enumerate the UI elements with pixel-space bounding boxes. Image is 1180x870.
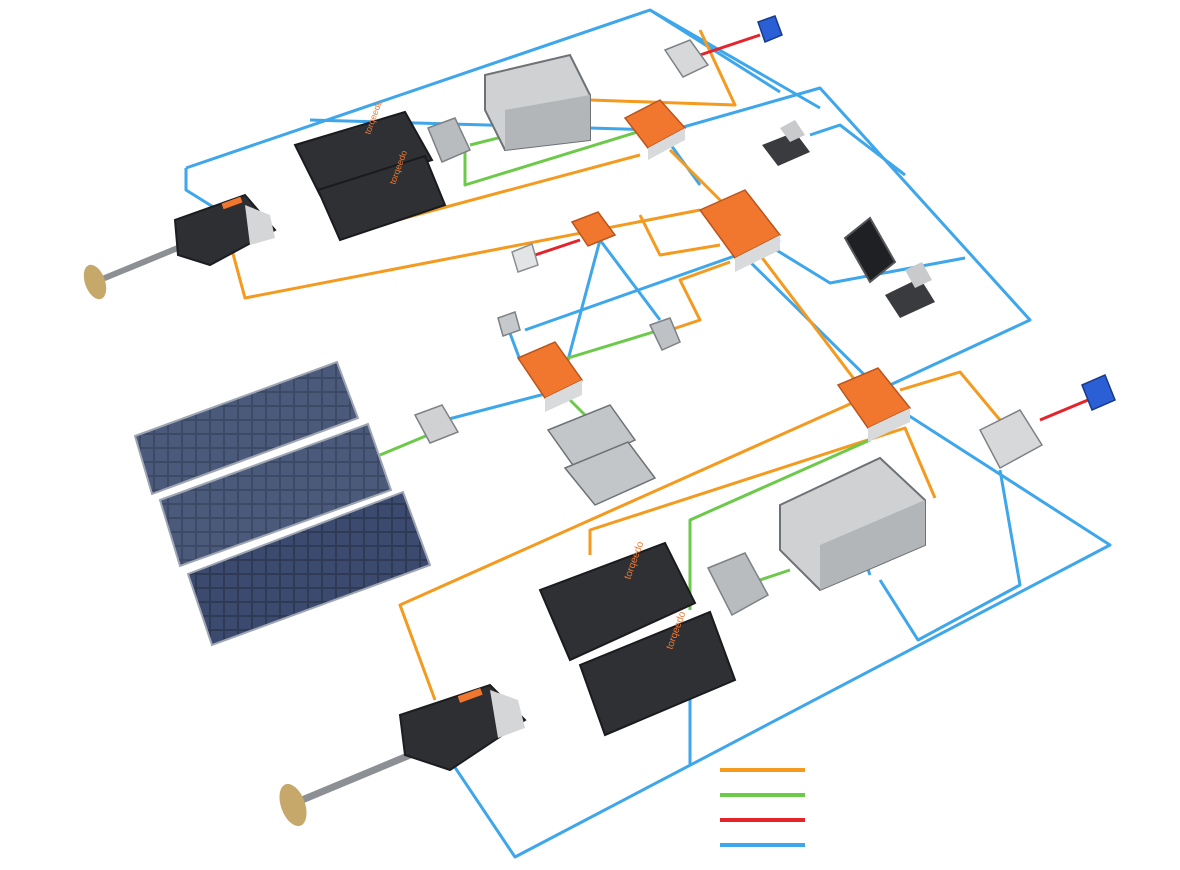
hub-c[interactable]: [836, 367, 912, 442]
propeller-icon: [83, 264, 107, 300]
propeller-icon: [279, 783, 307, 827]
display-tablet[interactable]: [843, 216, 897, 284]
wires-orange: [230, 29, 1002, 701]
motor-top[interactable]: [79, 193, 277, 302]
motor-bottom[interactable]: [274, 683, 527, 830]
wire-green-top: [463, 123, 661, 187]
shore-charger-top[interactable]: [663, 39, 710, 78]
wire-blue-throttle-top: [809, 123, 906, 177]
wire-orange-hub-b-c: [758, 254, 872, 401]
hub-a[interactable]: [623, 99, 687, 160]
outlet[interactable]: [511, 242, 539, 273]
wire-orange-bottom-right: [899, 370, 1002, 421]
solar-panel-1[interactable]: [133, 360, 360, 496]
wire-blue-right-loop: [679, 86, 1032, 387]
solar-panel-2[interactable]: [158, 422, 393, 568]
legend: [720, 768, 805, 847]
power-bank-twin[interactable]: [546, 404, 657, 506]
wire-blue-hub-b-c: [438, 248, 1112, 859]
charger-top[interactable]: [484, 53, 591, 152]
inverter[interactable]: [497, 311, 521, 337]
wire-orange-inverter: [638, 214, 721, 257]
shore-inlet-bottom[interactable]: [1081, 374, 1116, 411]
wire-orange-bottom-battery: [588, 426, 937, 555]
wire-red-outlet: [534, 238, 581, 257]
shore-inlet-top[interactable]: [757, 15, 783, 43]
wire-orange-battery-top: [389, 153, 641, 224]
wire-orange-motor-top: [230, 208, 701, 300]
wire-red-shore-top: [699, 33, 761, 57]
wire-orange-bottom-loop: [398, 393, 871, 701]
wires-red: [534, 33, 1101, 422]
throttle-bottom[interactable]: [885, 262, 935, 318]
wire-green-bottom: [688, 438, 871, 610]
wires-blue: [184, 8, 1112, 859]
wire-orange-charger-top: [589, 29, 737, 107]
solar-panel-3[interactable]: [186, 490, 432, 647]
hub-d[interactable]: [516, 341, 584, 412]
charger-bottom[interactable]: [779, 456, 926, 592]
wire-green-aux-bottom: [759, 568, 791, 582]
switch[interactable]: [648, 317, 681, 351]
wire-orange-switch: [669, 260, 731, 332]
throttle-top[interactable]: [762, 120, 810, 166]
hub-b[interactable]: [698, 189, 782, 272]
solar-controller[interactable]: [413, 404, 460, 444]
wire-blue-bottom-cross: [878, 469, 1022, 642]
wire-blue-switch: [598, 239, 662, 321]
small-junction[interactable]: [570, 211, 617, 247]
shore-charger-bottom[interactable]: [978, 409, 1044, 470]
aux-battery-bottom[interactable]: [706, 552, 770, 617]
solar-array: [133, 360, 432, 647]
aux-battery-top[interactable]: [427, 117, 472, 163]
